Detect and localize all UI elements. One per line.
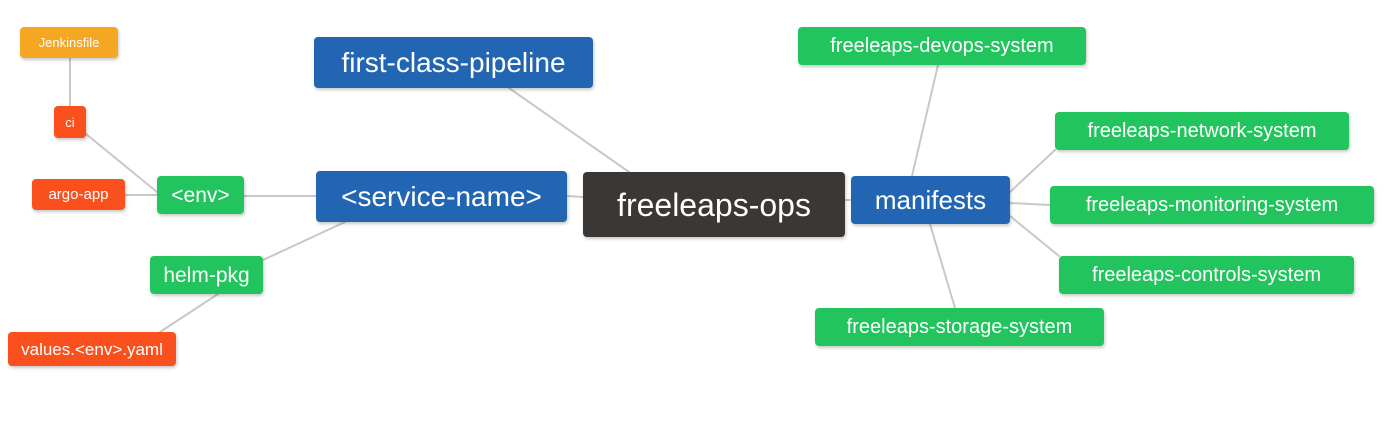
node-ci[interactable]: ci [54, 106, 86, 138]
node-service-name[interactable]: <service-name> [316, 171, 567, 222]
node-freeleaps-ops[interactable]: freeleaps-ops [583, 172, 845, 237]
node-manifests[interactable]: manifests [851, 176, 1010, 224]
edge-network-system-to-manifests [1009, 149, 1056, 193]
node-devops-system[interactable]: freeleaps-devops-system [798, 27, 1086, 65]
node-label: <env> [171, 183, 230, 207]
edge-service-name-to-freeleaps-ops [566, 195, 584, 198]
edge-devops-system-to-manifests [911, 64, 939, 177]
edge-controls-system-to-manifests [1009, 215, 1060, 257]
node-label: Jenkinsfile [38, 35, 100, 50]
node-label: freeleaps-network-system [1087, 120, 1317, 142]
node-label: freeleaps-controls-system [1092, 264, 1321, 286]
node-storage-system[interactable]: freeleaps-storage-system [815, 308, 1104, 346]
edge-monitoring-system-to-manifests [1009, 202, 1051, 206]
node-label: <service-name> [341, 180, 542, 212]
node-jenkinsfile[interactable]: Jenkinsfile [20, 27, 118, 58]
node-label: argo-app [48, 186, 109, 203]
node-label: freeleaps-monitoring-system [1085, 194, 1339, 216]
edge-first-class-pipeline-to-freeleaps-ops [508, 87, 630, 173]
edge-ci-to-env [85, 133, 158, 193]
edge-values-yaml-to-helm-pkg [159, 293, 219, 333]
node-label: values.<env>.yaml [21, 339, 163, 359]
node-values-yaml[interactable]: values.<env>.yaml [8, 332, 176, 366]
node-label: first-class-pipeline [341, 46, 566, 78]
node-network-system[interactable]: freeleaps-network-system [1055, 112, 1349, 150]
node-label: ci [65, 114, 75, 130]
node-label: helm-pkg [163, 263, 250, 287]
node-first-class-pipeline[interactable]: first-class-pipeline [314, 37, 593, 88]
edge-storage-system-to-manifests [929, 223, 956, 309]
node-monitoring-system[interactable]: freeleaps-monitoring-system [1050, 186, 1374, 224]
edge-helm-pkg-to-service-name [262, 221, 346, 261]
node-label: freeleaps-ops [617, 186, 811, 223]
node-label: manifests [874, 185, 987, 215]
node-env[interactable]: <env> [157, 176, 244, 214]
node-controls-system[interactable]: freeleaps-controls-system [1059, 256, 1354, 294]
node-label: freeleaps-storage-system [846, 316, 1073, 338]
node-argo-app[interactable]: argo-app [32, 179, 125, 210]
node-label: freeleaps-devops-system [830, 35, 1054, 57]
node-helm-pkg[interactable]: helm-pkg [150, 256, 263, 294]
